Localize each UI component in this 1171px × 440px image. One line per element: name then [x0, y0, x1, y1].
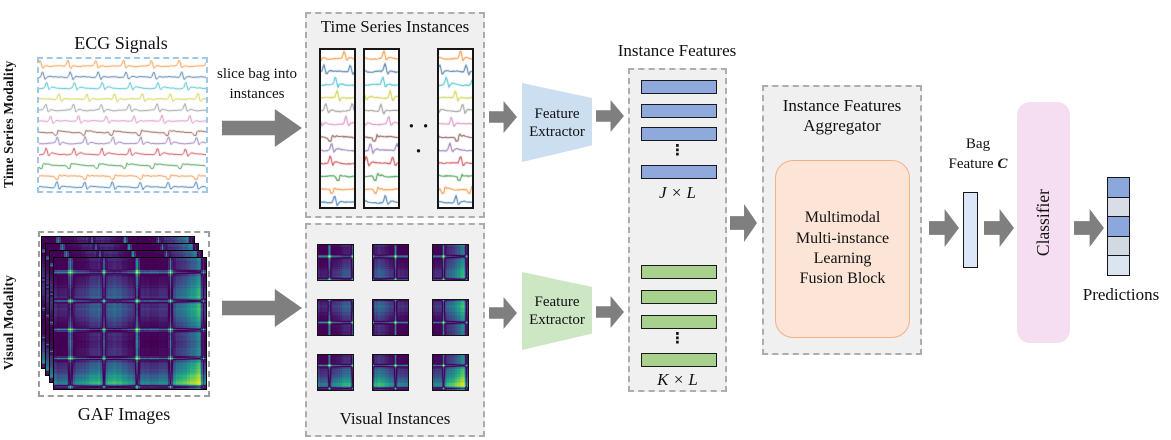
instance-features-title: Instance Features: [617, 41, 737, 60]
visual-feature-bar: [641, 315, 717, 329]
ts-instances-box: Time Series Instances · · ·: [305, 12, 485, 218]
ts-features-dim-label: J × L: [659, 183, 696, 202]
fusion-block: Multimodal Multi-instance Learning Fusio…: [775, 160, 910, 338]
slice-bag-note-line1: slice bag into: [217, 66, 297, 82]
visual-to-extractor-arrow-icon: [489, 297, 517, 329]
gaf-images-caption: GAF Images: [77, 404, 171, 424]
visual-instances-box: Visual Instances: [305, 223, 485, 437]
bag-feature-bar: [963, 192, 978, 268]
prediction-cell: [1107, 216, 1130, 237]
ecg-signals-panel: [37, 57, 208, 193]
slice-arrow-icon: [222, 109, 302, 147]
classifier-label: Classifier: [1033, 188, 1053, 257]
ecg-signals-title: ECG Signals: [74, 33, 168, 53]
predictions-caption: Predictions: [1082, 285, 1160, 304]
instance-features-box: ⋮ J × L ⋮ K × L: [628, 68, 727, 392]
bag-feature-label-line1: Bag: [965, 136, 991, 152]
prediction-cell: [1107, 255, 1130, 276]
prediction-cell: [1107, 235, 1130, 257]
slice-bag-note: slice bag into instances: [203, 64, 311, 105]
visual-instance-tile: [372, 299, 409, 336]
fusion-block-line: Multimodal: [804, 209, 881, 227]
feature-extractor-visual: Feature Extractor: [522, 272, 592, 350]
ts-instance-slice: [319, 48, 356, 209]
ts-instance-slice: [363, 48, 400, 209]
feature-extractor-visual-label: Feature Extractor: [529, 294, 585, 328]
classifier-block: Classifier: [1017, 102, 1070, 343]
gaf-image-front: [53, 257, 207, 390]
prediction-cell: [1107, 196, 1130, 218]
classifier-to-predictions-arrow-icon: [1074, 209, 1104, 247]
predictions-stack: [1107, 177, 1130, 276]
visual-instances-caption: Visual Instances: [339, 409, 451, 428]
fusion-block-line: Fusion Block: [799, 270, 886, 288]
ts-instance-slice: [437, 48, 474, 209]
gaf-images-panel: [38, 231, 210, 397]
ts-to-extractor-arrow-icon: [489, 101, 517, 133]
feature-extractor-ts: Feature Extractor: [522, 83, 592, 162]
gaf-arrow-icon: [222, 289, 302, 327]
ts-features-vertical-ellipsis: ⋮: [670, 141, 685, 159]
features-to-aggregator-arrow-icon: [730, 204, 757, 242]
bag-feature-symbol: C: [997, 156, 1008, 173]
visual-modality-label: Visual Modality: [1, 274, 16, 370]
prediction-cell: [1107, 177, 1130, 198]
visual-instance-tile: [317, 244, 354, 281]
ecg-plot-canvas: [39, 59, 206, 191]
aggregator-box: Instance Features Aggregator Multimodal …: [762, 85, 922, 355]
visual-instance-tile: [317, 299, 354, 336]
visual-instance-tile: [372, 354, 409, 391]
ts-feature-bar: [641, 127, 717, 141]
visual-instance-tile: [317, 354, 354, 391]
visual-features-vertical-ellipsis: ⋮: [670, 329, 685, 347]
ts-instances-title: Time Series Instances: [320, 17, 470, 36]
ts-extractor-to-features-arrow-icon: [596, 100, 624, 132]
time-series-modality-label: Time Series Modality: [1, 60, 16, 189]
visual-feature-bar: [641, 265, 717, 279]
fusion-block-line: Learning: [813, 250, 872, 267]
visual-feature-bar: [641, 290, 717, 304]
aggregator-title: Instance Features Aggregator: [782, 96, 902, 135]
ts-feature-bar: [641, 80, 717, 94]
fusion-block-line: Multi-instance: [795, 229, 890, 247]
visual-instance-tile: [372, 244, 409, 281]
bag-to-classifier-arrow-icon: [984, 209, 1014, 247]
aggregator-to-bag-arrow-icon: [929, 209, 959, 247]
visual-instance-tile: [432, 244, 469, 281]
visual-instance-tile: [432, 299, 469, 336]
visual-feature-bar: [641, 353, 717, 367]
feature-extractor-ts-label: Feature Extractor: [529, 105, 585, 140]
ts-feature-bar: [641, 104, 717, 118]
visual-extractor-to-features-arrow-icon: [596, 296, 624, 328]
ts-instances-ellipsis: · · ·: [407, 114, 431, 163]
ts-feature-bar: [641, 165, 717, 179]
visual-instance-tile: [432, 354, 469, 391]
bag-feature-label-line2: Feature: [948, 156, 994, 173]
slice-bag-note-line2: instances: [229, 86, 285, 103]
visual-features-dim-label: K × L: [657, 370, 698, 389]
